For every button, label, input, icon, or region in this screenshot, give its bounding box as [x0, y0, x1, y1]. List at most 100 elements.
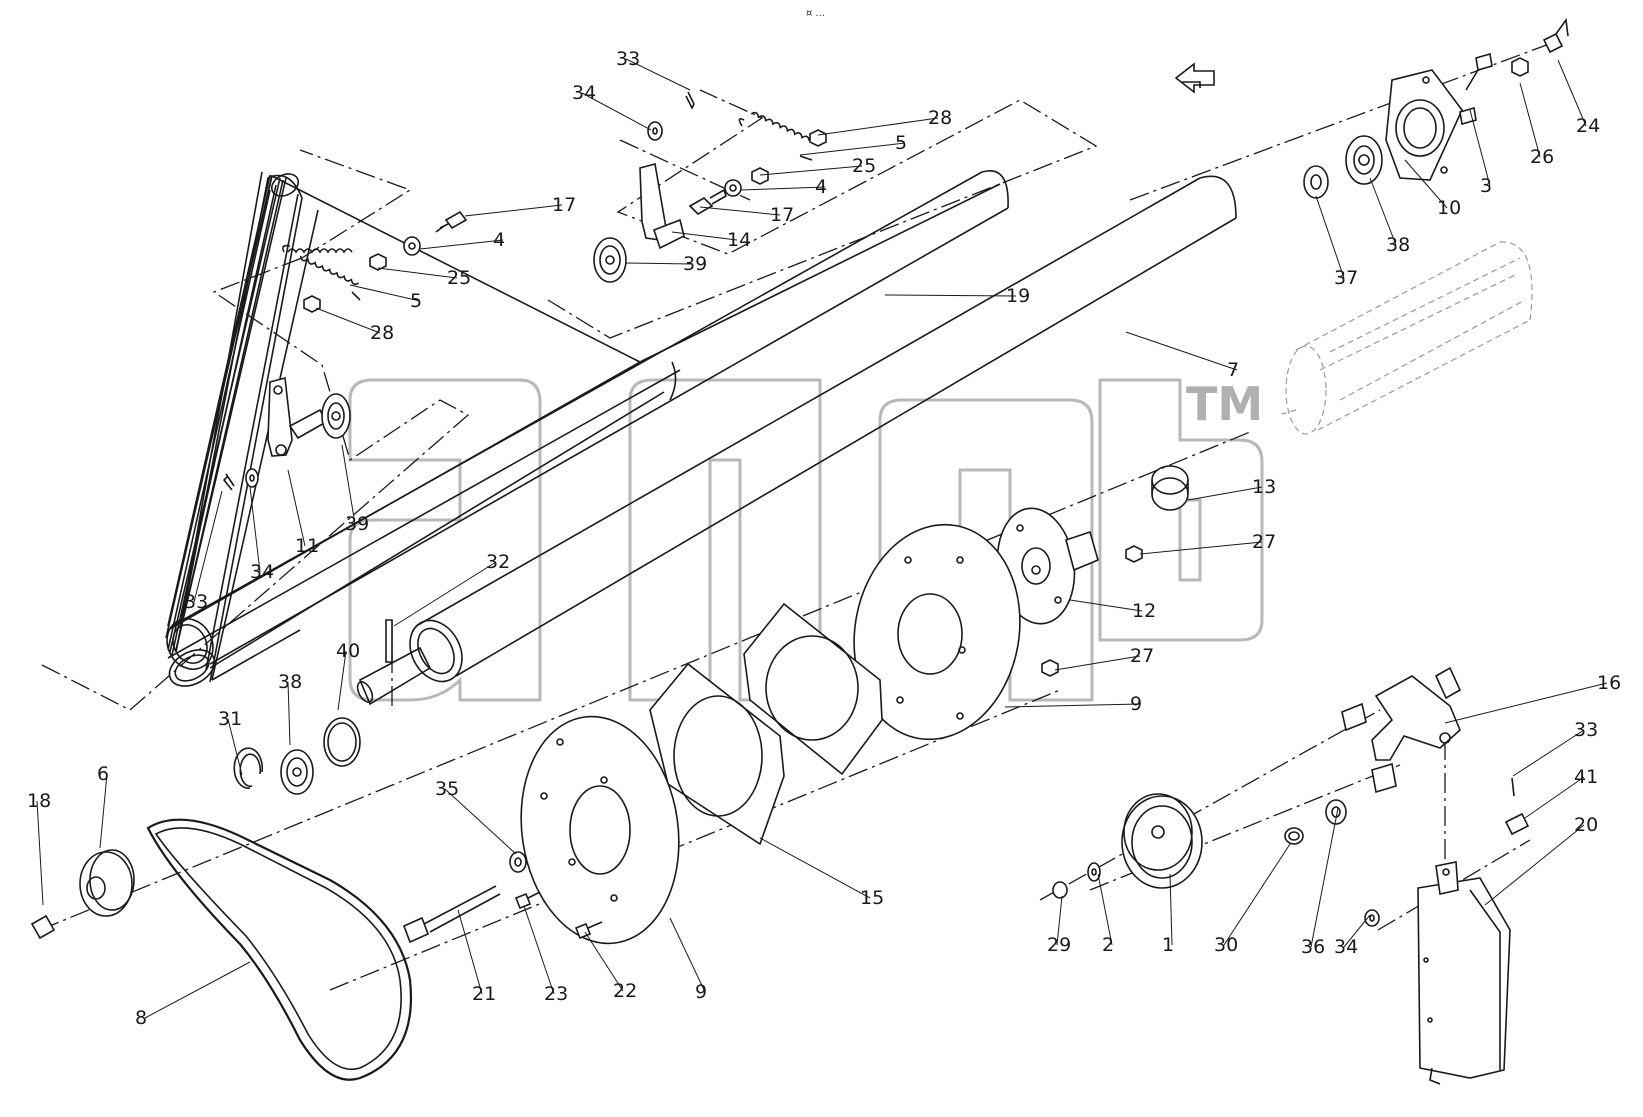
callout-14: 14	[727, 229, 751, 251]
bushing-13	[1151, 465, 1189, 511]
callout-23: 23	[544, 983, 568, 1005]
callout-26: 26	[1530, 146, 1554, 168]
callout-4b: 4	[493, 229, 505, 251]
callout-16: 16	[1597, 672, 1621, 694]
leader-line-31	[227, 718, 243, 776]
callout-18: 18	[27, 790, 51, 812]
leader-line-38b	[287, 681, 291, 746]
bracket-14	[639, 163, 685, 250]
callout-15: 15	[860, 887, 884, 909]
watermark-letter-g	[628, 378, 822, 702]
leader-line-36	[1310, 807, 1339, 948]
leader-line-6	[99, 773, 108, 849]
callout-10: 10	[1437, 197, 1461, 219]
callout-35: 35	[435, 778, 459, 800]
washer-4-upper	[724, 179, 742, 197]
nut-26	[1511, 57, 1529, 77]
callout-32: 32	[486, 551, 510, 573]
leader-line-39a	[624, 262, 694, 265]
leader-line-16	[1444, 682, 1608, 724]
belt-8	[146, 818, 412, 1081]
callout-27a: 27	[1252, 531, 1276, 553]
callout-39b: 39	[345, 513, 369, 535]
watermark-letter-a	[348, 378, 542, 702]
watermark-tm: TM	[1186, 377, 1263, 431]
bolt-17-left	[435, 210, 468, 233]
leader-line-12	[1069, 599, 1143, 612]
phantom-roller	[1281, 241, 1533, 435]
callout-33a: 33	[616, 48, 640, 70]
leader-line-7	[1125, 331, 1238, 371]
callout-1: 1	[1162, 934, 1174, 956]
upper-tube-19	[179, 171, 641, 629]
leader-line-28a	[817, 117, 939, 136]
leader-line-25b	[377, 267, 458, 279]
callout-7: 7	[1227, 359, 1239, 381]
washer-4-left	[403, 236, 421, 256]
callout-38b: 38	[278, 671, 302, 693]
callout-29: 29	[1047, 934, 1071, 956]
callout-25b: 25	[447, 267, 471, 289]
callout-12: 12	[1132, 600, 1156, 622]
callout-5a: 5	[895, 132, 907, 154]
pin-33-right	[1511, 777, 1515, 797]
washer-36	[1325, 799, 1347, 825]
callout-34c: 34	[1334, 936, 1358, 958]
bearing-39-upper	[593, 237, 627, 283]
fitting-24	[1542, 17, 1569, 54]
callout-8: 8	[135, 1007, 147, 1029]
direction-arrow-icon	[1174, 62, 1215, 94]
pin-33-left	[222, 473, 235, 491]
leader-line-9a	[1004, 703, 1141, 708]
leader-line-22	[584, 931, 624, 992]
leader-line-35	[444, 788, 517, 855]
callout-39a: 39	[683, 253, 707, 275]
ring-29	[1052, 881, 1068, 899]
callout-3: 3	[1480, 175, 1492, 197]
tube-19	[167, 177, 287, 651]
leader-line-3	[1469, 109, 1491, 187]
leader-line-25a	[759, 165, 863, 176]
leader-line-23	[523, 905, 555, 995]
leader-line-41	[1524, 776, 1585, 819]
callout-9a: 9	[1130, 693, 1142, 715]
leader-line-17b	[464, 204, 563, 217]
leader-line-17a	[699, 206, 781, 216]
callout-34b: 34	[250, 561, 274, 583]
ring-40	[323, 717, 361, 767]
callout-4a: 4	[815, 176, 827, 198]
leader-line-24	[1557, 59, 1587, 127]
callout-30: 30	[1214, 934, 1238, 956]
leader-line-2	[1097, 873, 1113, 946]
callout-38a: 38	[1386, 234, 1410, 256]
leader-line-15	[759, 837, 871, 899]
disc-9-lower	[520, 715, 680, 945]
leader-line-34a	[581, 92, 652, 131]
snap-ring-31	[233, 747, 264, 789]
nut-28-upper	[809, 129, 827, 147]
callout-19: 19	[1006, 285, 1030, 307]
callout-leaders	[36, 58, 1608, 1019]
leader-line-27a	[1139, 541, 1263, 555]
callout-25a: 25	[852, 155, 876, 177]
bolt-21	[402, 885, 501, 944]
callout-2: 2	[1102, 934, 1114, 956]
nut-25-left	[369, 253, 387, 271]
callout-9b: 9	[695, 981, 707, 1003]
callout-17a: 17	[770, 204, 794, 226]
callout-41: 41	[1574, 766, 1598, 788]
bolt-23	[514, 891, 541, 910]
leader-line-34b	[249, 486, 261, 573]
bearing-38-left	[280, 749, 314, 795]
disc-9-upper	[853, 523, 1021, 741]
leader-line-10	[1404, 159, 1448, 209]
leader-line-9b	[669, 917, 706, 993]
bearing-38-right	[1345, 135, 1383, 185]
pin-41	[1504, 812, 1530, 836]
nut-27-bottom	[1041, 659, 1059, 677]
leader-line-39b	[341, 444, 356, 525]
callout-31: 31	[218, 708, 242, 730]
leader-line-1	[1169, 873, 1173, 946]
flange-10	[1385, 69, 1463, 181]
